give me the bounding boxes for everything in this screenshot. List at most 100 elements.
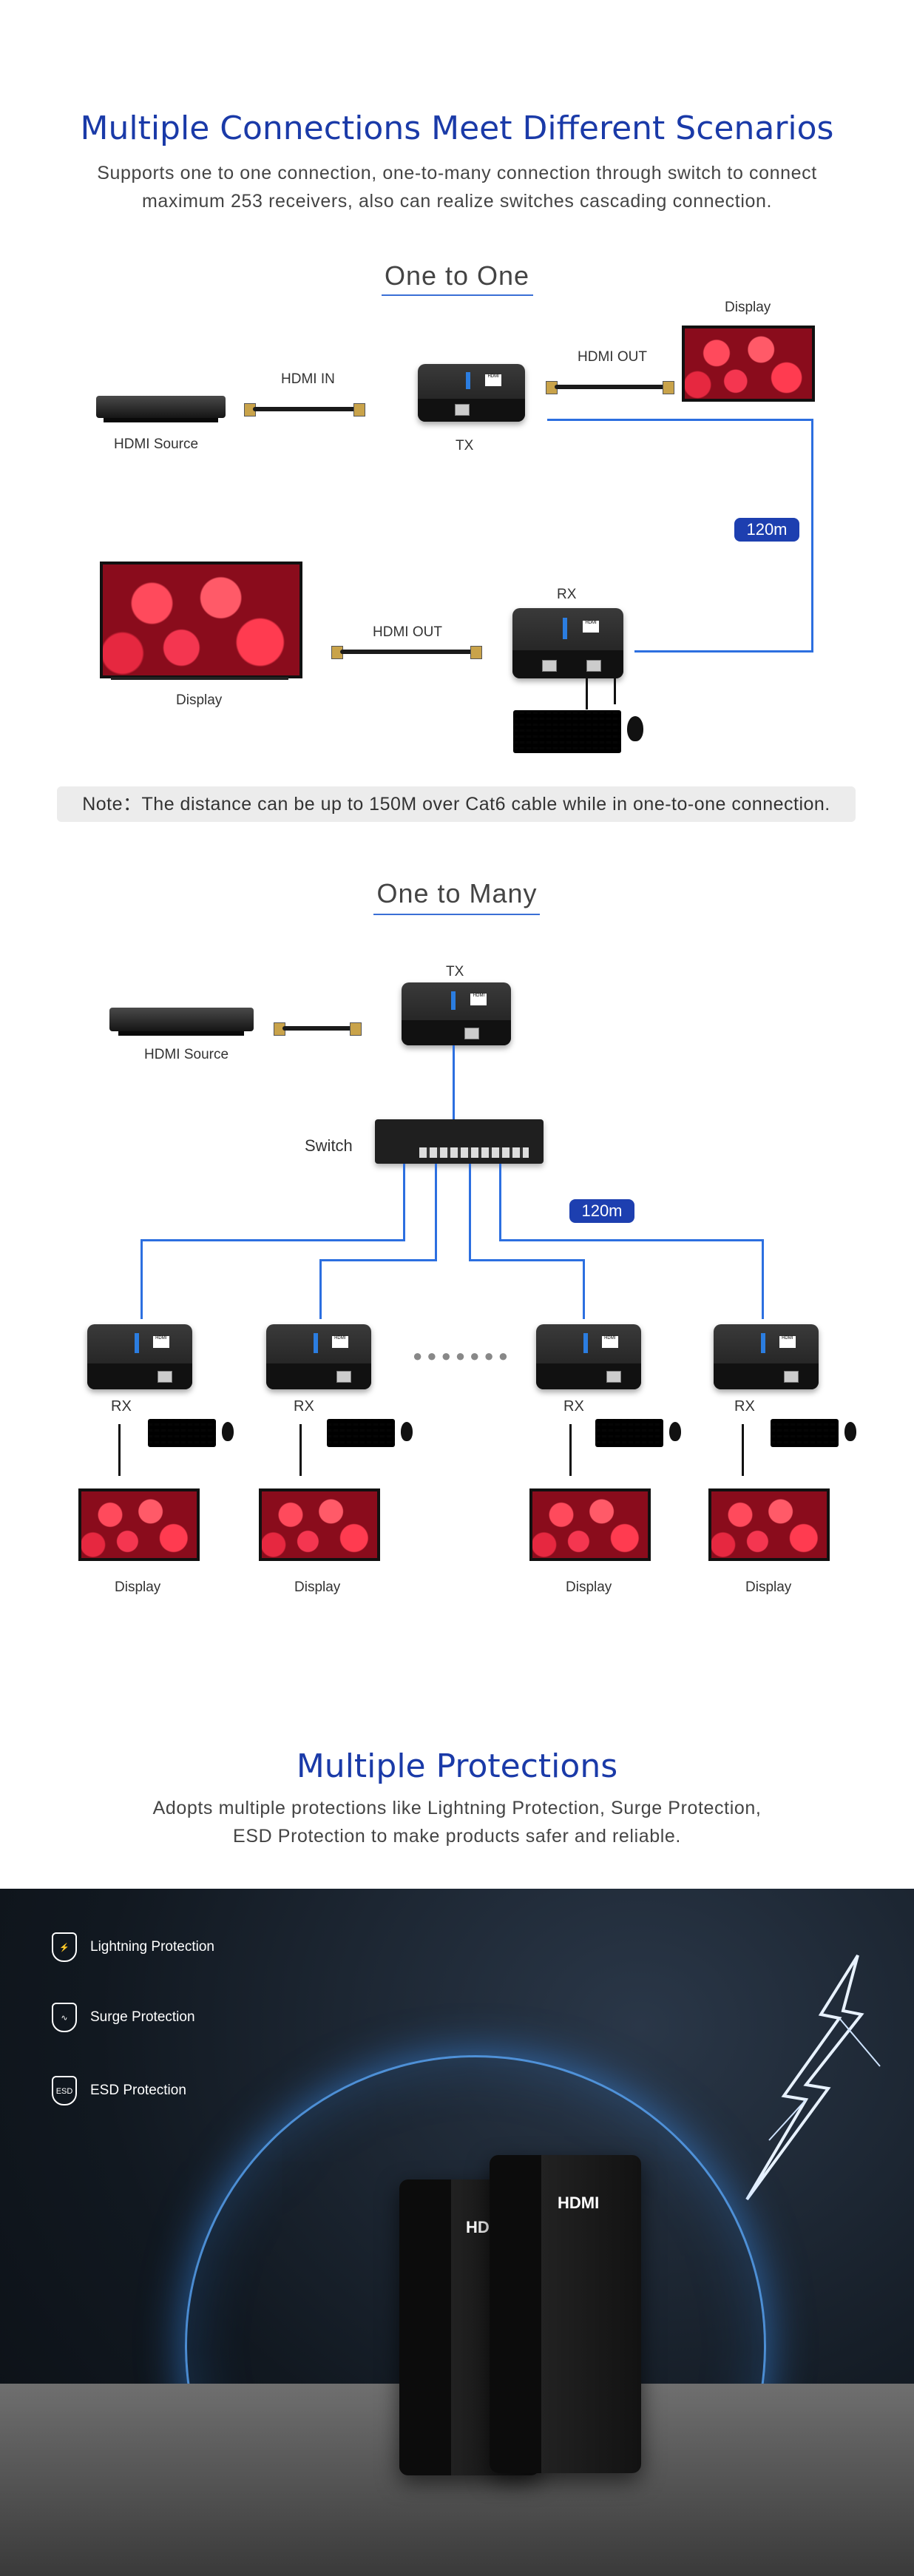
tx-label-many: TX — [446, 964, 464, 980]
display-label-4: Display — [745, 1579, 792, 1595]
hdmi-source-player — [96, 396, 226, 418]
distance-tag-many: 120m — [569, 1199, 634, 1223]
hdmi-in-cable — [253, 407, 356, 411]
hdmi-out-top-cable — [555, 385, 666, 389]
cat-cable — [583, 1259, 585, 1319]
hdmi-out-top-label: HDMI OUT — [578, 349, 647, 365]
protection-item-surge: ∿ Surge Protection — [52, 2003, 195, 2032]
tx-label: TX — [456, 438, 474, 454]
display-top-label: Display — [725, 300, 771, 315]
display-top — [682, 326, 815, 402]
display-2 — [259, 1488, 380, 1561]
display-bottom — [100, 562, 302, 678]
connections-subtitle-2: maximum 253 receivers, also can realize … — [141, 191, 773, 212]
mouse — [401, 1422, 413, 1441]
protection-item-lightning: ⚡ Lightning Protection — [52, 1932, 214, 1962]
rx-device-3: HDMI — [536, 1324, 641, 1389]
display-1 — [78, 1488, 200, 1561]
protection-label-surge: Surge Protection — [90, 2009, 195, 2025]
rx-label: RX — [557, 587, 577, 602]
cat-cable — [634, 650, 813, 653]
keyboard — [148, 1419, 216, 1447]
protections-subtitle-2: ESD Protection to make products safer an… — [233, 1826, 681, 1847]
keyboard — [327, 1419, 395, 1447]
usb-cable — [614, 678, 616, 704]
cat-cable — [453, 1045, 455, 1119]
hdmi-plug — [353, 403, 365, 417]
connections-title: Multiple Connections Meet Different Scen… — [80, 109, 834, 147]
hdmi-plug — [663, 381, 674, 394]
display-label-2: Display — [294, 1579, 341, 1595]
hdmi-cable — [742, 1424, 744, 1476]
rx-device-1: HDMI — [87, 1324, 192, 1389]
hdmi-out-bottom-label: HDMI OUT — [373, 624, 442, 640]
cat-cable — [469, 1164, 471, 1261]
hdmi-out-bottom-cable — [340, 650, 473, 654]
distance-tag: 120m — [734, 518, 799, 542]
tv-stand — [111, 677, 288, 680]
switch-label: Switch — [305, 1136, 353, 1155]
display-label-3: Display — [566, 1579, 612, 1595]
protections-subtitle-1: Adopts multiple protections like Lightni… — [152, 1798, 762, 1818]
hdmi-plug — [470, 646, 482, 659]
protection-label-lightning: Lightning Protection — [90, 1939, 214, 1955]
hdmi-in-label: HDMI IN — [281, 371, 335, 387]
display-bottom-label: Display — [176, 692, 223, 708]
rx-device: HDMI — [512, 608, 623, 678]
lightning-bolt — [745, 1954, 881, 2201]
cat-cable — [469, 1259, 585, 1261]
hdmi-cable — [569, 1424, 572, 1476]
display-3 — [529, 1488, 651, 1561]
one-to-many-heading: One to Many — [376, 878, 538, 908]
player-base — [118, 1031, 244, 1036]
hdmi-source-player-many — [109, 1008, 254, 1031]
network-switch — [375, 1119, 544, 1164]
one-to-one-underline — [382, 294, 533, 296]
display-4 — [708, 1488, 830, 1561]
hdmi-cable — [118, 1424, 121, 1476]
one-to-many-underline — [373, 914, 540, 915]
rx-label-2: RX — [294, 1398, 314, 1415]
cat-cable — [141, 1239, 143, 1319]
cat-cable — [403, 1164, 405, 1241]
lightning-shield-icon: ⚡ — [52, 1932, 77, 1962]
product-device-2: HDMI — [490, 2155, 641, 2473]
mouse — [844, 1422, 856, 1441]
rx-label-1: RX — [111, 1398, 132, 1415]
rx-device-4: HDMI — [714, 1324, 819, 1389]
display-label-1: Display — [115, 1579, 161, 1595]
hdmi-plug — [350, 1022, 362, 1036]
cat-cable — [141, 1239, 405, 1241]
usb-cable — [586, 678, 588, 709]
mouse — [627, 716, 643, 741]
hdmi-cable-many — [282, 1026, 353, 1031]
hdmi-source-label: HDMI Source — [114, 436, 199, 452]
protection-banner: ⚡ Lightning Protection ∿ Surge Protectio… — [0, 1889, 914, 2576]
cat-cable — [762, 1239, 764, 1319]
protections-title: Multiple Protections — [296, 1747, 618, 1785]
cat-cable — [319, 1259, 437, 1261]
protection-item-esd: ESD ESD Protection — [52, 2076, 186, 2105]
tx-device-many: HDMI — [402, 982, 511, 1045]
player-base — [104, 418, 218, 422]
hdmi-source-label-many: HDMI Source — [144, 1047, 229, 1062]
rx-device-2: HDMI — [266, 1324, 371, 1389]
esd-shield-icon: ESD — [52, 2076, 77, 2105]
connections-subtitle-1: Supports one to one connection, one-to-m… — [97, 163, 817, 183]
protection-label-esd: ESD Protection — [90, 2083, 186, 2098]
tx-device: HDMI — [418, 364, 525, 422]
one-to-one-heading: One to One — [384, 260, 530, 291]
mouse — [669, 1422, 681, 1441]
keyboard — [595, 1419, 663, 1447]
more-receivers-dots: ●●●●●●● — [413, 1346, 513, 1365]
keyboard — [513, 710, 621, 753]
mouse — [222, 1422, 234, 1441]
keyboard — [771, 1419, 839, 1447]
cat-cable — [319, 1259, 322, 1319]
cat-cable — [811, 419, 813, 653]
cat-cable — [499, 1239, 764, 1241]
cat-cable — [547, 419, 813, 421]
rx-label-4: RX — [734, 1398, 755, 1415]
cat-cable — [435, 1164, 437, 1261]
cat-cable — [499, 1164, 501, 1241]
